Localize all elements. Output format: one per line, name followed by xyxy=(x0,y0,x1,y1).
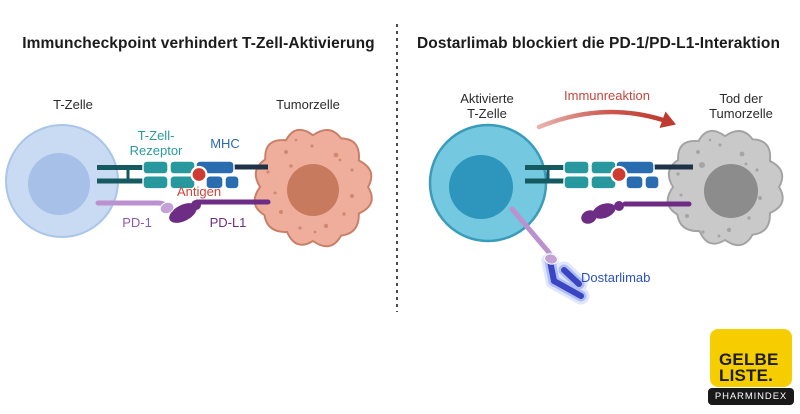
dead-tumor-cell-label: Tod der Tumorzelle xyxy=(709,91,773,122)
mhc-label: MHC xyxy=(210,136,240,151)
tcr-complex xyxy=(563,160,617,190)
pd1-knob xyxy=(544,253,558,265)
t-cell-membrane-lines xyxy=(97,165,144,184)
left-panel-title: Immuncheckpoint verhindert T-Zell-Aktivi… xyxy=(22,35,375,52)
pdl1-ligand xyxy=(169,199,271,223)
dead-tumor-cell xyxy=(666,129,784,247)
gelbe-liste-logo[interactable]: GELBE LISTE. PHARMINDEX xyxy=(708,329,794,405)
tumor-cell-speckles xyxy=(266,138,354,234)
panel-divider xyxy=(396,24,398,312)
logo-yellow-box: GELBE LISTE. xyxy=(710,329,792,387)
left-diagram xyxy=(5,124,373,248)
dead-tumor-cell-nucleus xyxy=(704,164,758,218)
tcr-label: T-Zell- Rezeptor xyxy=(129,128,183,159)
tumor-cell-label: Tumorzelle xyxy=(276,97,340,112)
immune-reaction-label: Immunreaktion xyxy=(564,88,650,103)
pdl1-label: PD-L1 xyxy=(209,215,247,230)
activated-t-cell-nucleus xyxy=(449,155,513,219)
immune-reaction-arrow xyxy=(536,109,676,130)
logo-brand-line1: GELBE xyxy=(719,349,779,369)
activated-t-cell-label: Aktivierte T-Zelle xyxy=(460,91,514,122)
logo-subtitle: PHARMINDEX xyxy=(708,388,794,405)
dostarlimab-antibody-icon xyxy=(541,252,590,305)
mhc-complex xyxy=(195,160,240,190)
t-cell-nucleus xyxy=(28,153,90,215)
antigen-dot xyxy=(190,165,208,184)
pdl1-ligand-free xyxy=(581,201,692,224)
tumor-cell-nucleus xyxy=(287,164,339,216)
t-cell-label: T-Zelle xyxy=(53,97,93,112)
tcr-complex xyxy=(142,160,196,190)
antigen-dot xyxy=(610,165,628,184)
t-cell xyxy=(5,124,119,238)
t-cell-membrane-lines xyxy=(525,165,565,184)
right-diagram xyxy=(428,109,784,305)
right-panel-title: Dostarlimab blockiert die PD-1/PD-L1-Int… xyxy=(416,35,781,52)
dostarlimab-label: Dostarlimab xyxy=(581,270,651,285)
antigen-label: Antigen xyxy=(176,184,222,199)
tumor-cell xyxy=(253,128,373,248)
panel-right: Dostarlimab blockiert die PD-1/PD-L1-Int… xyxy=(397,0,800,414)
dead-tumor-speckles xyxy=(676,138,762,238)
panel-left: Immuncheckpoint verhindert T-Zell-Aktivi… xyxy=(0,0,397,414)
logo-brand-line2: LISTE. xyxy=(719,365,774,385)
pd1-label: PD-1 xyxy=(122,215,152,230)
pd1-receptor xyxy=(95,200,175,215)
